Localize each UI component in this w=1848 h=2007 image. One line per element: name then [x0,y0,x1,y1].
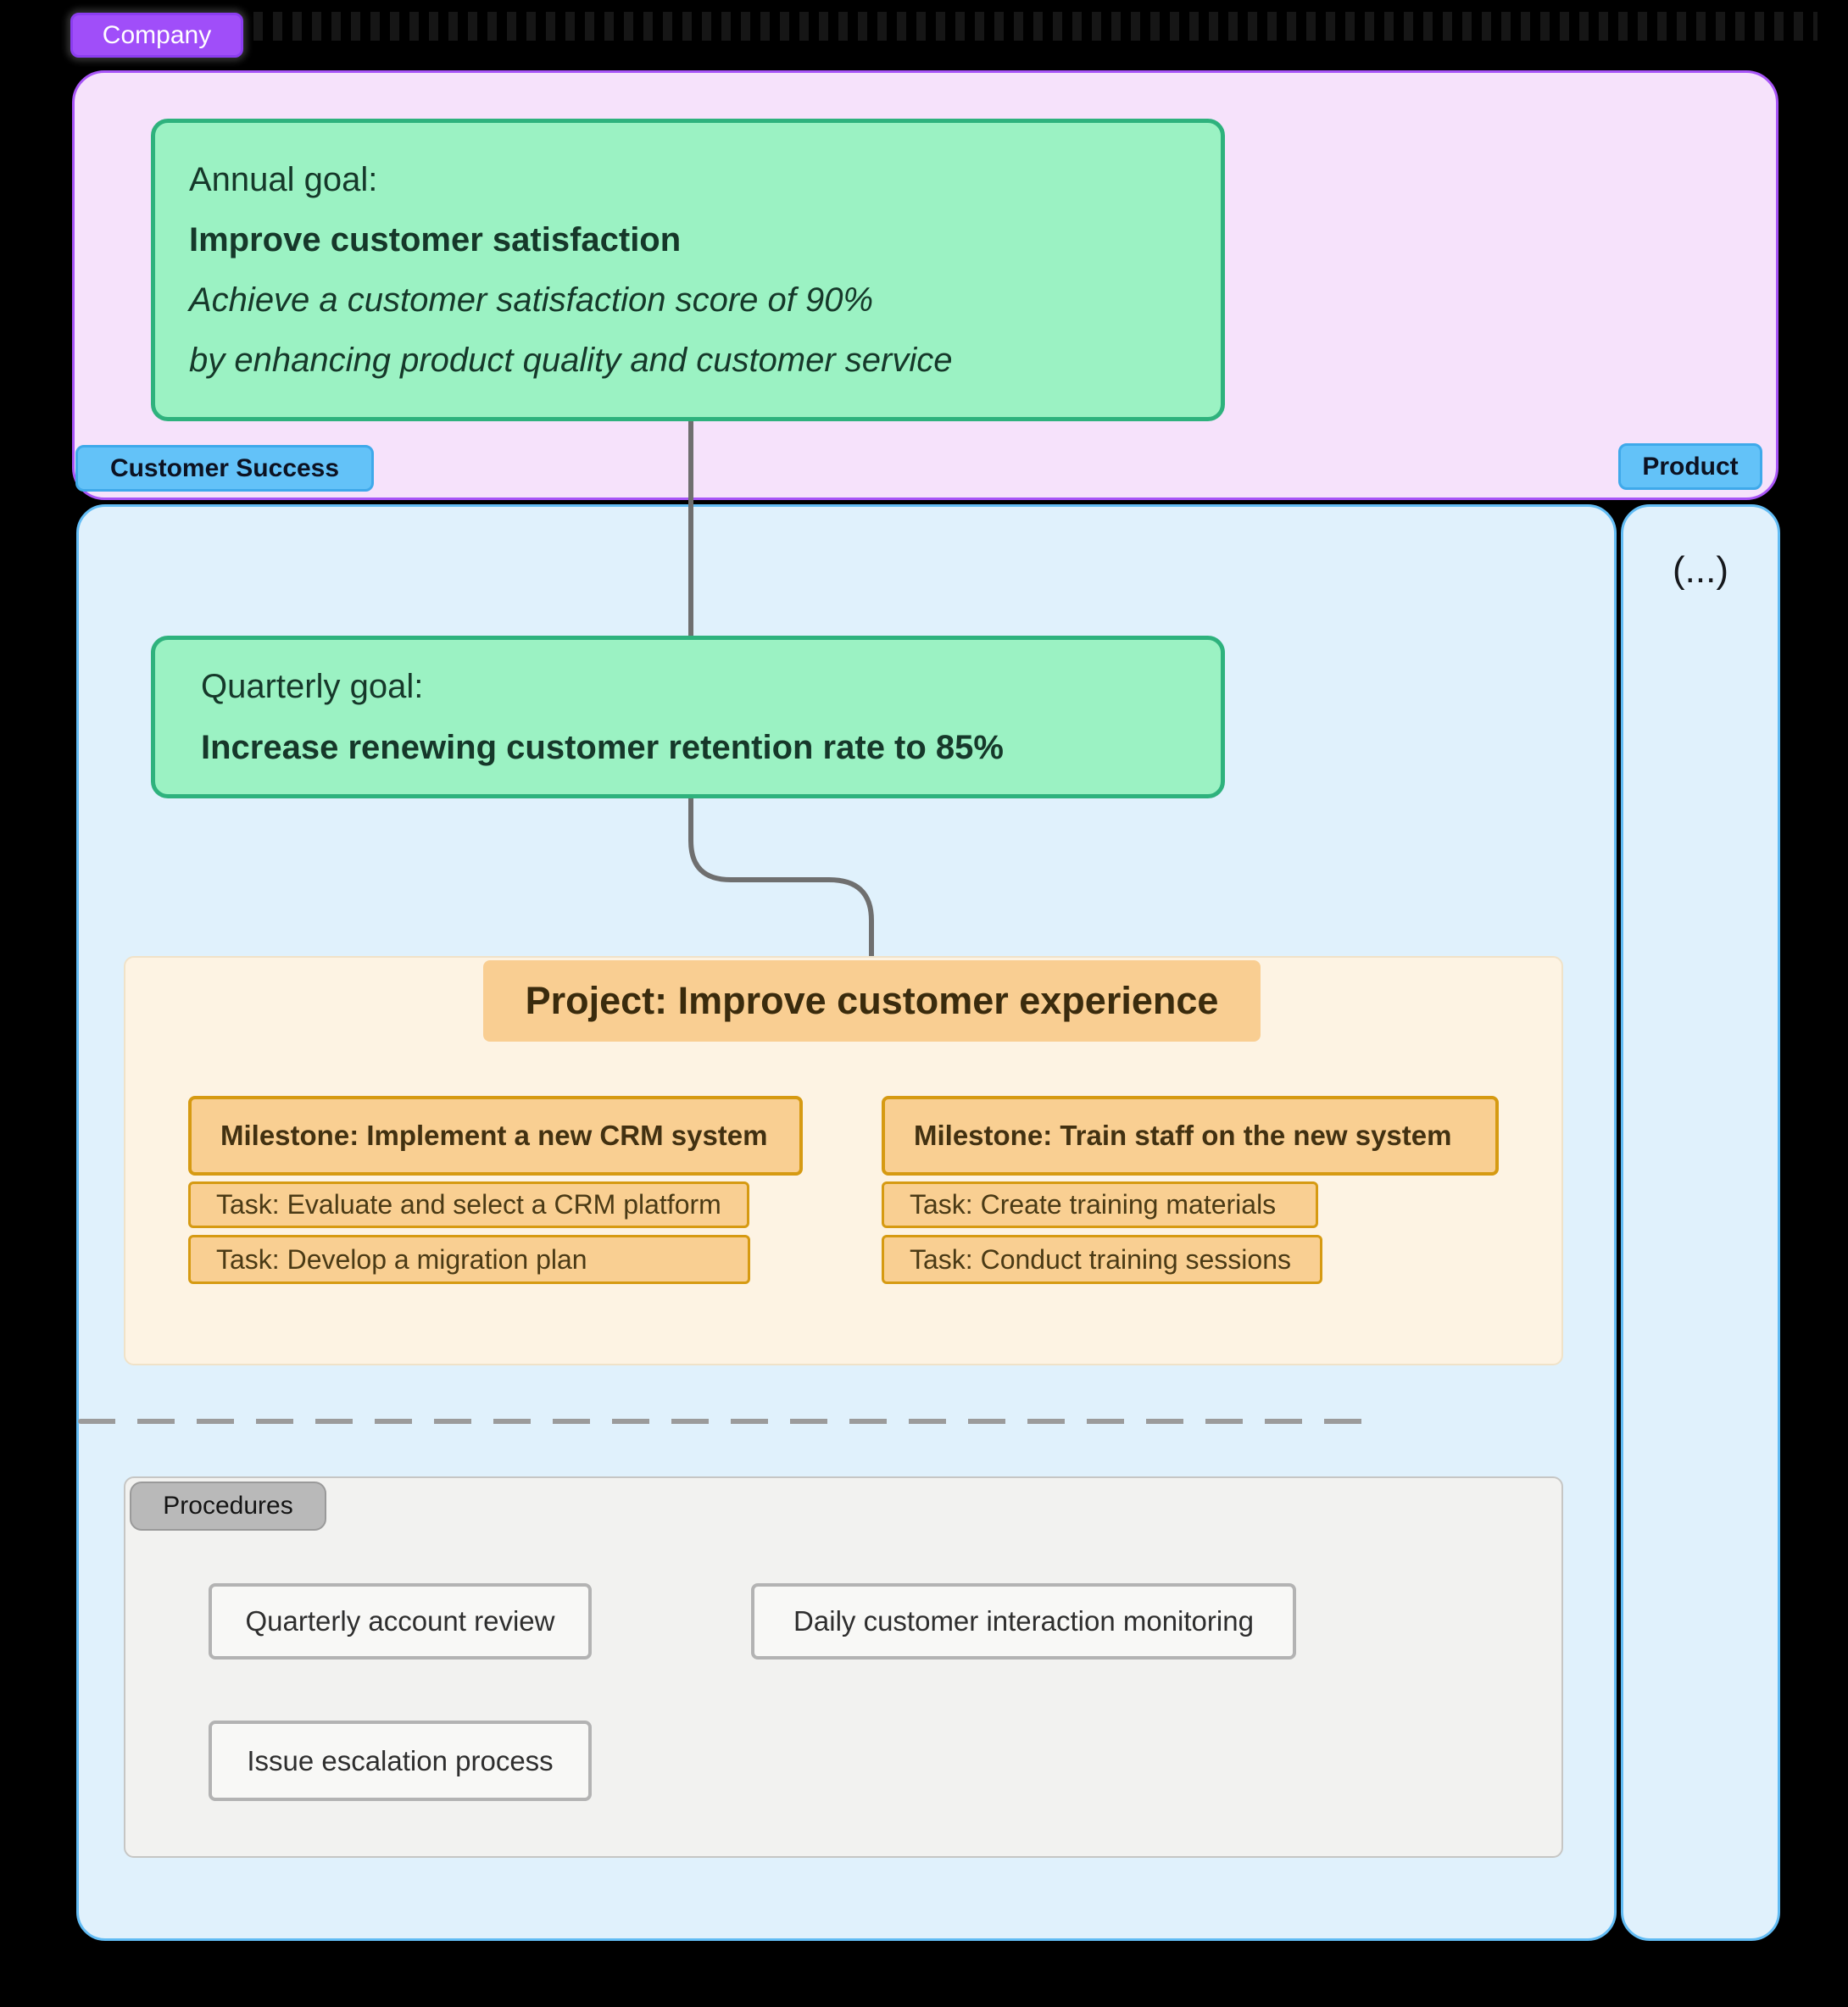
annual-goal-description-2: by enhancing product quality and custome… [189,341,953,379]
company-label: Company [102,20,212,49]
annual-goal-box[interactable]: Annual goal: Improve customer satisfacti… [151,119,1225,421]
quarterly-goal-title: Increase renewing customer retention rat… [201,729,1004,766]
procedures-label: Procedures [163,1492,293,1520]
product-collapsed-placeholder: (...) [1673,549,1728,591]
procedure-daily-monitoring: Daily customer interaction monitoring [793,1605,1254,1637]
annual-goal-title: Improve customer satisfaction [189,220,682,259]
task-training-materials: Task: Create training materials [910,1189,1277,1220]
procedures-label-chip[interactable]: Procedures [130,1482,326,1531]
task-box-migration-plan[interactable]: Task: Develop a migration plan [188,1235,750,1284]
quarterly-goal-box[interactable]: Quarterly goal: Increase renewing custom… [151,636,1225,798]
milestone-crm-title: Milestone: Implement a new CRM system [220,1120,768,1151]
annual-goal-description-1: Achieve a customer satisfaction score of… [189,281,874,319]
task-box-training-sessions[interactable]: Task: Conduct training sessions [882,1235,1322,1284]
product-label-chip[interactable]: Product [1618,443,1762,490]
task-box-evaluate-crm[interactable]: Task: Evaluate and select a CRM platform [188,1181,749,1228]
procedure-quarterly-review: Quarterly account review [245,1605,555,1637]
product-lane[interactable]: (...) [1621,504,1780,1941]
procedure-box-daily-monitoring[interactable]: Daily customer interaction monitoring [751,1583,1296,1660]
quarterly-goal-heading: Quarterly goal: [201,668,424,705]
milestone-box-training[interactable]: Milestone: Train staff on the new system [882,1096,1499,1176]
customer-success-label-chip[interactable]: Customer Success [75,445,374,492]
customer-success-label: Customer Success [109,453,340,482]
milestone-training-title: Milestone: Train staff on the new system [914,1120,1452,1151]
task-evaluate-crm: Task: Evaluate and select a CRM platform [216,1189,721,1220]
task-training-sessions: Task: Conduct training sessions [910,1243,1291,1275]
top-ruler-texture [253,12,1817,41]
product-label: Product [1642,452,1739,481]
task-migration-plan: Task: Develop a migration plan [216,1243,587,1275]
project-title-box[interactable]: Project: Improve customer experience [483,960,1261,1042]
project-title: Project: Improve customer experience [525,979,1219,1022]
milestone-box-crm[interactable]: Milestone: Implement a new CRM system [188,1096,803,1176]
procedure-issue-escalation: Issue escalation process [247,1744,554,1776]
annual-goal-heading: Annual goal: [189,160,378,198]
company-label-chip[interactable]: Company [70,13,243,58]
dashed-divider [78,1419,1375,1424]
task-box-training-materials[interactable]: Task: Create training materials [882,1181,1318,1228]
procedure-box-issue-escalation[interactable]: Issue escalation process [209,1721,592,1801]
procedure-box-quarterly-review[interactable]: Quarterly account review [209,1583,592,1660]
